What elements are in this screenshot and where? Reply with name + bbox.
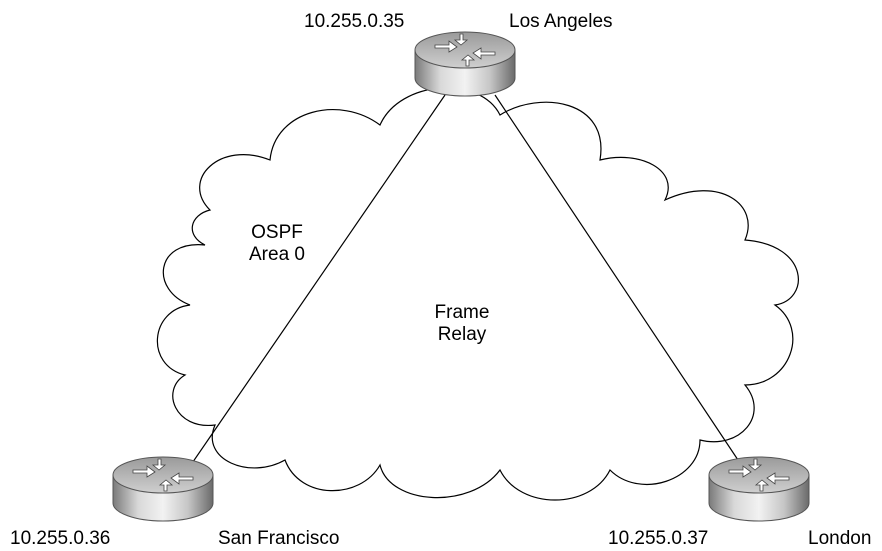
link-los-angeles-london — [494, 94, 749, 476]
router-london-name: London — [808, 528, 872, 549]
ospf-label-line1: OSPF — [251, 222, 303, 243]
router-los-angeles-name: Los Angeles — [509, 11, 613, 32]
router-london-ip: 10.255.0.37 — [608, 528, 709, 549]
router-london-icon — [708, 456, 810, 522]
link-los-angeles-san-francisco — [174, 94, 446, 489]
ospf-area-label: OSPF Area 0 — [232, 222, 322, 266]
frame-label-line2: Relay — [437, 324, 487, 345]
frame-relay-label: Frame Relay — [417, 302, 507, 346]
router-san-francisco-icon — [112, 456, 214, 522]
router-san-francisco-ip: 10.255.0.36 — [10, 528, 111, 549]
frame-label-line1: Frame — [434, 302, 490, 323]
frame-relay-cloud — [156, 87, 799, 501]
router-los-angeles-icon — [414, 31, 516, 97]
router-los-angeles-ip: 10.255.0.35 — [304, 11, 405, 32]
ospf-label-line2: Area 0 — [249, 244, 305, 265]
router-san-francisco-name: San Francisco — [218, 528, 340, 549]
